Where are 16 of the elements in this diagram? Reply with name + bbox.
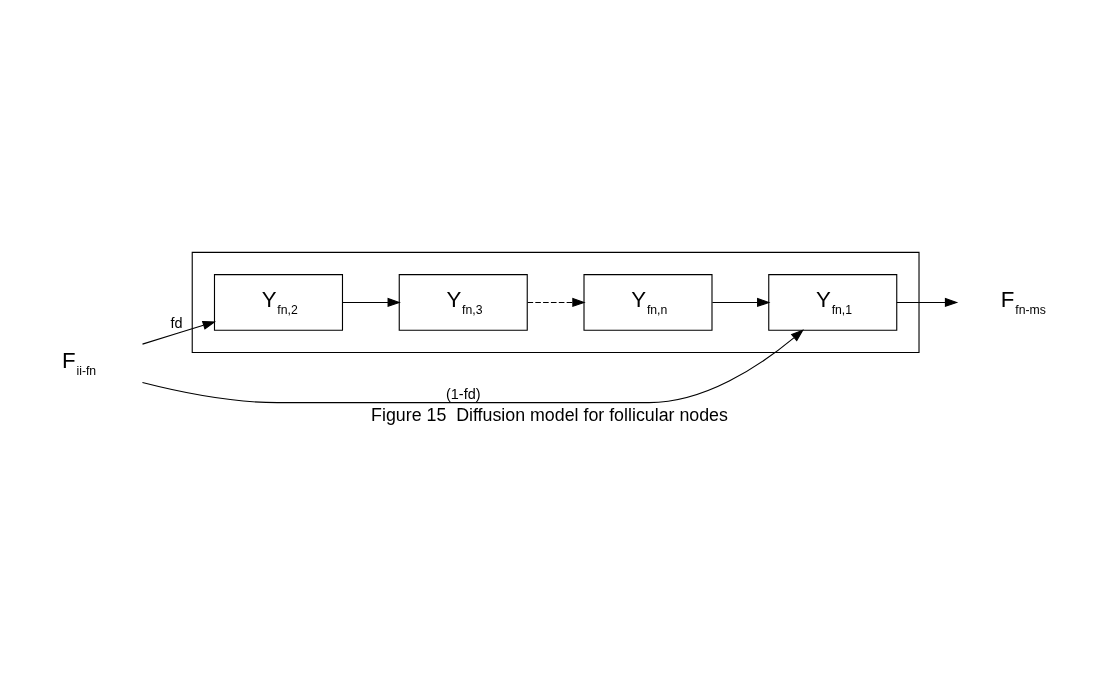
arrow xyxy=(527,297,586,307)
edge-label: (1-fd) xyxy=(445,385,481,402)
arrow xyxy=(896,297,959,307)
node-box: Y$_{fn,3}$ xyxy=(398,273,528,331)
arrow xyxy=(141,320,216,345)
node-box: Y$_{fn,2}$ xyxy=(213,273,344,331)
arrow xyxy=(711,297,771,307)
cluster xyxy=(191,251,920,353)
node-box: Y$_{fn,n}$ xyxy=(583,273,713,331)
node-text: F$_{fn-ms}$ xyxy=(1000,286,1046,317)
caption: Figure 15 Diffusion model for follicular nodes xyxy=(371,404,728,425)
node-text: F$_{ii-fn}$ xyxy=(62,347,97,378)
node-box: Y$_{fn,1}$ xyxy=(768,273,898,331)
arrow xyxy=(342,297,401,307)
arrow xyxy=(141,328,804,403)
edge-label: fd xyxy=(170,314,183,331)
